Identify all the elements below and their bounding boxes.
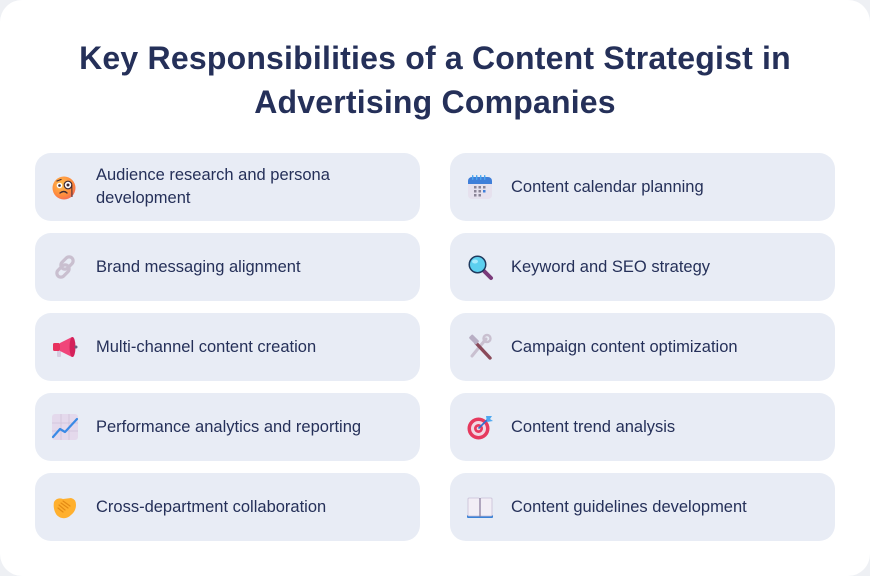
responsibility-card: Cross-department collaboration xyxy=(35,473,420,541)
open-book-icon xyxy=(466,493,494,521)
link-icon xyxy=(51,253,79,281)
responsibility-label: Brand messaging alignment xyxy=(96,257,301,276)
responsibility-card: Performance analytics and reporting xyxy=(35,393,420,461)
responsibility-label: Audience research and persona developmen… xyxy=(96,166,330,207)
direct-hit-icon xyxy=(466,413,494,441)
responsibilities-grid: Audience research and persona developmen… xyxy=(35,153,835,541)
responsibility-label: Multi-channel content creation xyxy=(96,337,317,356)
hammer-and-wrench-icon xyxy=(466,333,494,361)
responsibility-label: Cross-department collaboration xyxy=(96,497,327,516)
responsibility-label: Content guidelines development xyxy=(511,497,747,516)
face-with-monocle-icon xyxy=(51,173,79,201)
responsibility-label: Keyword and SEO strategy xyxy=(511,257,711,276)
handshake-icon xyxy=(51,493,79,521)
responsibility-card: Content trend analysis xyxy=(450,393,835,461)
megaphone-icon xyxy=(51,333,79,361)
responsibility-card: Content calendar planning xyxy=(450,153,835,221)
responsibility-label: Performance analytics and reporting xyxy=(96,417,362,436)
calendar-icon xyxy=(466,173,494,201)
responsibility-card: Brand messaging alignment xyxy=(35,233,420,301)
responsibility-label: Content trend analysis xyxy=(511,417,676,436)
chart-increasing-icon xyxy=(51,413,79,441)
responsibility-label: Content calendar planning xyxy=(511,177,704,196)
responsibility-card: Campaign content optimization xyxy=(450,313,835,381)
responsibility-card: Multi-channel content creation xyxy=(35,313,420,381)
page-title: Key Responsibilities of a Content Strate… xyxy=(79,40,791,120)
responsibility-label: Campaign content optimization xyxy=(511,337,738,356)
responsibility-card: Content guidelines development xyxy=(450,473,835,541)
responsibility-card: Audience research and persona developmen… xyxy=(35,153,420,221)
responsibility-card: Keyword and SEO strategy xyxy=(450,233,835,301)
magnifying-glass-icon xyxy=(466,253,494,281)
